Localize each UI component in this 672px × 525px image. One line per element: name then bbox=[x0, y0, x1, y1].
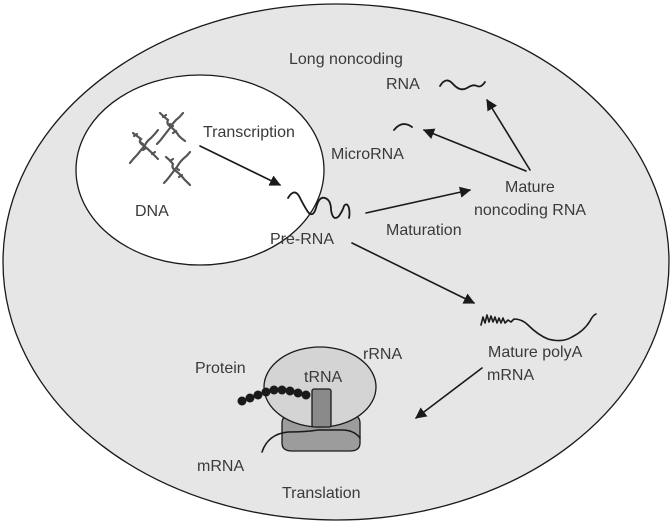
protein-chain bbox=[237, 385, 311, 406]
label-long-noncoding-line1: Long noncoding bbox=[289, 51, 403, 68]
label-microrna: MicroRNA bbox=[331, 146, 404, 163]
long-noncoding-rna-icon bbox=[439, 79, 486, 91]
label-mature-polya-line2: mRNA bbox=[487, 367, 534, 384]
trna-block bbox=[311, 388, 332, 428]
nucleus bbox=[75, 74, 325, 266]
label-mature-polya-line1: Mature polyA bbox=[488, 344, 583, 361]
label-mature-noncoding-line2: noncoding RNA bbox=[474, 202, 586, 219]
ribosome-icon bbox=[261, 346, 377, 453]
arrow-to-mature-polya bbox=[351, 242, 476, 304]
label-pre-rna: Pre-RNA bbox=[270, 231, 334, 248]
label-maturation: Maturation bbox=[386, 222, 462, 239]
label-mature-noncoding-line1: Mature bbox=[505, 179, 555, 196]
label-long-noncoding-line2: RNA bbox=[386, 76, 420, 93]
label-mrna: mRNA bbox=[197, 458, 244, 475]
label-protein: Protein bbox=[195, 360, 246, 377]
polya-mrna-icon bbox=[480, 313, 597, 342]
arrow-to-mature-noncoding bbox=[365, 186, 472, 214]
arrow-to-microrna bbox=[422, 128, 527, 172]
label-trna: tRNA bbox=[304, 369, 343, 386]
label-dna: DNA bbox=[135, 203, 169, 220]
squiggle-rna-icon bbox=[287, 191, 351, 219]
label-translation: Translation bbox=[282, 485, 361, 502]
label-transcription: Transcription bbox=[203, 124, 295, 141]
arrow-to-long-noncoding bbox=[486, 99, 531, 171]
microrna-icon bbox=[393, 123, 413, 131]
chromosome-icon bbox=[128, 111, 192, 187]
transcription-arrow bbox=[199, 145, 282, 186]
arrow-to-ribosome bbox=[415, 367, 483, 419]
label-rrna: rRNA bbox=[363, 346, 402, 363]
